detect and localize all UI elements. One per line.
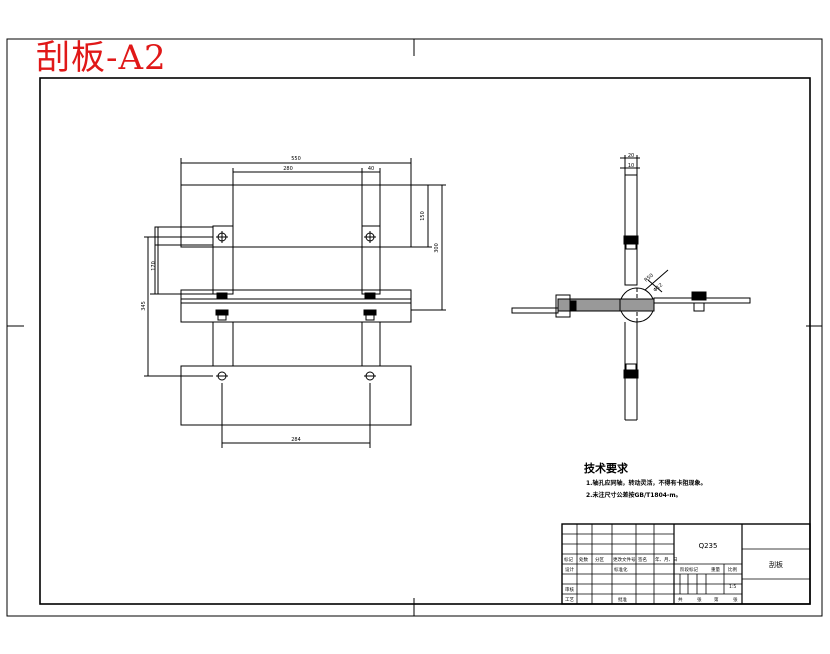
sheet-word: 张: [697, 596, 702, 603]
header-signature: 签名: [638, 556, 647, 563]
part-name-cell: 刮板: [769, 560, 783, 569]
tech-requirement-1: 1.轴孔应同轴，转动灵活，不得有卡阻现象。: [586, 480, 707, 487]
header-date: 年、月、日: [655, 556, 678, 563]
scale-value: 1:5: [729, 584, 736, 590]
row-review: 审核: [565, 586, 574, 593]
dim-side-radius-a: R50: [643, 273, 654, 284]
side-view: [511, 155, 751, 421]
tech-requirement-2: 2.未注尺寸公差按GB/T1804-m。: [586, 492, 682, 499]
row-process: 工艺: [565, 597, 574, 603]
drawing-title: 刮板-A2: [36, 38, 167, 78]
lower-plate: [180, 365, 412, 426]
left-upright-lower: [212, 321, 234, 367]
tech-requirements-heading: 技术要求: [584, 462, 628, 475]
dim-front-total-width: 550: [291, 156, 301, 162]
material-cell: Q235: [699, 542, 718, 550]
stage-mark: 阶段标记: [680, 566, 698, 573]
header-change-doc: 更改文件号: [613, 556, 636, 563]
header-mark: 标记: [564, 556, 573, 563]
middle-beam: [180, 289, 412, 323]
weight-label: 重量: [711, 566, 720, 573]
sheet-no: 第: [714, 596, 719, 603]
dim-front-inner-span: 280: [283, 166, 293, 172]
dim-front-left-upper: 170: [151, 261, 157, 271]
header-count: 处数: [579, 556, 588, 563]
title-block: [561, 523, 811, 605]
sheet-total: 共: [678, 596, 683, 603]
dim-front-left-total: 345: [141, 301, 147, 311]
row-design: 设计: [565, 566, 574, 573]
row-approve: 批准: [618, 596, 627, 603]
title-block-text: Q235 刮板 标记 处数 分区 更改文件号 签名 年、月、日 设计 标准化 审…: [564, 542, 783, 603]
dim-front-right-upper: 150: [420, 211, 426, 221]
right-upright-upper: [361, 225, 381, 295]
header-zone: 分区: [595, 556, 604, 563]
left-upright-upper: [212, 225, 234, 295]
dim-front-bar-width: 40: [368, 166, 374, 172]
front-view: [144, 158, 446, 448]
dim-side-top-a: 20: [628, 153, 634, 159]
dim-side-top-b: 10: [628, 163, 634, 169]
row-standard: 标准化: [614, 566, 628, 573]
left-tab: [154, 226, 214, 246]
upper-plate: [180, 184, 412, 248]
vertical-bar-upper: [624, 174, 638, 286]
ratio-label: 比例: [728, 566, 737, 573]
dim-side-radius-b: Φ12: [652, 282, 664, 293]
sheet-word2: 张: [733, 596, 738, 603]
dim-front-bottom-span: 284: [291, 437, 301, 443]
dim-front-right-total: 300: [434, 243, 440, 253]
right-upright-lower: [361, 321, 381, 367]
